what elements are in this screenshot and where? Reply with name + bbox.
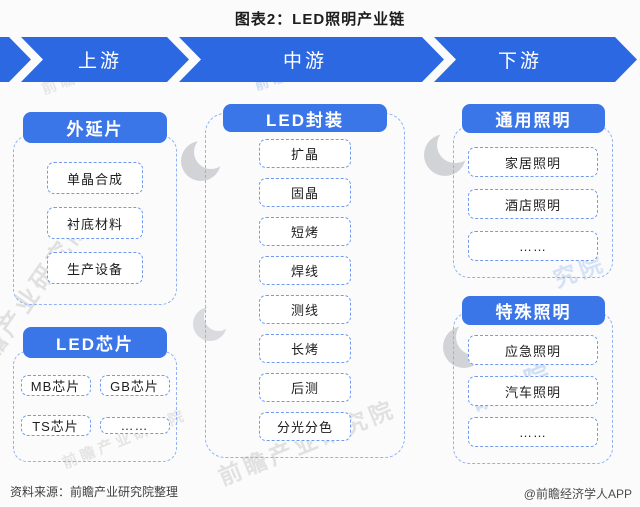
ribbon-segment-downstream [434,37,637,82]
item-box: 单晶合成 [47,162,143,194]
group-panel-led-packaging: 扩晶 固晶 短烤 焊线 测线 长烤 后测 分光分色 [205,113,405,458]
band-label-midstream: 中游 [282,51,327,72]
credit-note: @前瞻经济学人APP [523,487,632,501]
item-box: …… [468,417,598,447]
item-box: 测线 [259,295,351,324]
item-box: 短烤 [259,217,351,246]
item-box: 家居照明 [468,147,598,177]
item-box: 汽车照明 [468,376,598,406]
group-header-epitaxial-wafer: 外延片 [23,112,167,143]
item-box: MB芯片 [20,375,91,396]
page-title: 图表2：LED照明产业链 [234,11,406,28]
group-header-special-lighting: 特殊照明 [462,296,605,325]
group-panel-general-lighting: 家居照明 酒店照明 …… [453,126,613,278]
item-box: 扩晶 [259,139,351,168]
group-panel-epitaxial-wafer: 单晶合成 衬底材料 生产设备 [13,135,177,305]
item-box: 固晶 [259,178,351,207]
item-box: GB芯片 [99,375,170,396]
item-box: 应急照明 [468,335,598,365]
ribbon-segment-upstream [21,37,189,82]
item-box: …… [468,231,598,261]
item-box: 长烤 [259,334,351,363]
chevron-ribbon [0,37,637,82]
item-box: 衬底材料 [47,207,143,239]
item-box: 分光分色 [259,412,351,441]
group-panel-special-lighting: 应急照明 汽车照明 …… [453,312,613,464]
item-box: TS芯片 [20,415,91,436]
source-note: 资料来源：前瞻产业研究院整理 [10,485,179,499]
ribbon-segment-midstream [179,37,444,82]
ribbon-tail-piece [0,37,31,82]
item-box: …… [99,417,170,434]
group-header-general-lighting: 通用照明 [462,104,605,133]
item-box: 后测 [259,373,351,402]
group-header-led-chip: LED芯片 [23,327,167,358]
item-box: 焊线 [259,256,351,285]
group-header-led-packaging: LED封装 [223,104,387,132]
band-label-upstream: 上游 [77,51,122,72]
band-label-downstream: 下游 [497,51,542,72]
item-box: 生产设备 [47,252,143,284]
item-box: 酒店照明 [468,189,598,219]
group-panel-led-chip: MB芯片 GB芯片 TS芯片 …… [13,351,177,462]
